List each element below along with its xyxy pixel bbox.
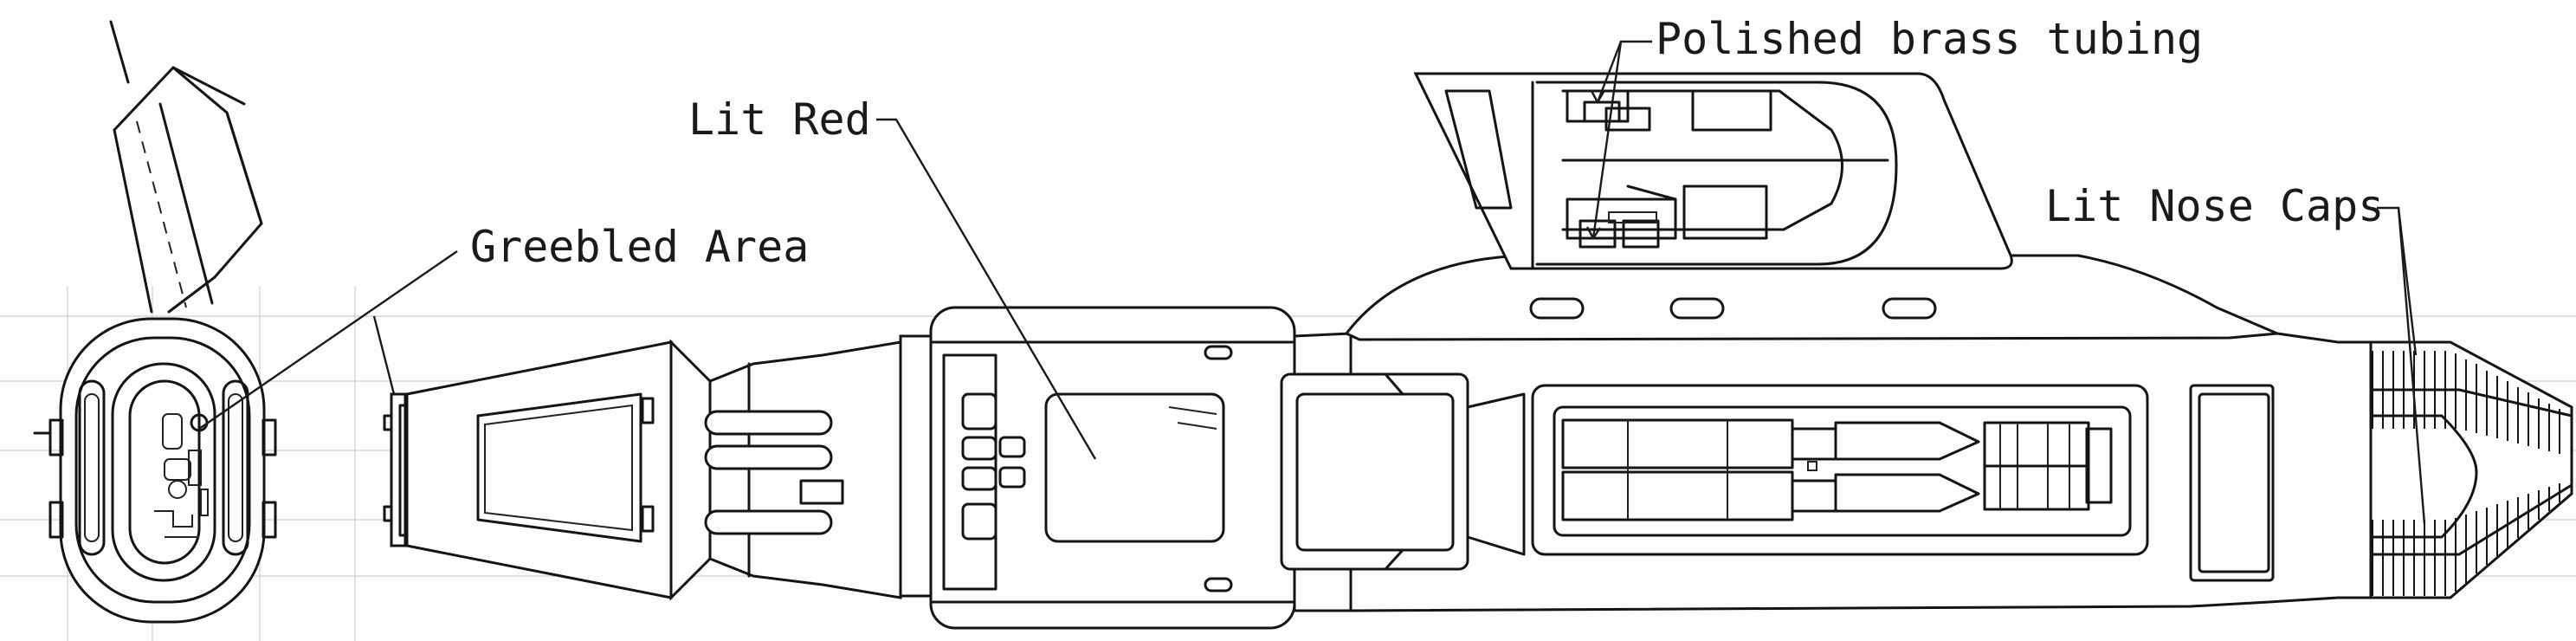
- end-view: [33, 20, 277, 624]
- label-greebled-area: Greebled Area: [470, 222, 809, 272]
- label-lit-red: Lit Red: [688, 94, 871, 145]
- leader-lines: [198, 40, 2426, 525]
- nose-cap-upper-hatch: [2372, 351, 2560, 454]
- label-lit-nose-caps: Lit Nose Caps: [2045, 181, 2384, 231]
- nose-cap-lower-hatch: [2372, 483, 2560, 596]
- side-view: [383, 72, 2573, 630]
- label-polished-brass-tubing: Polished brass tubing: [1656, 14, 2203, 64]
